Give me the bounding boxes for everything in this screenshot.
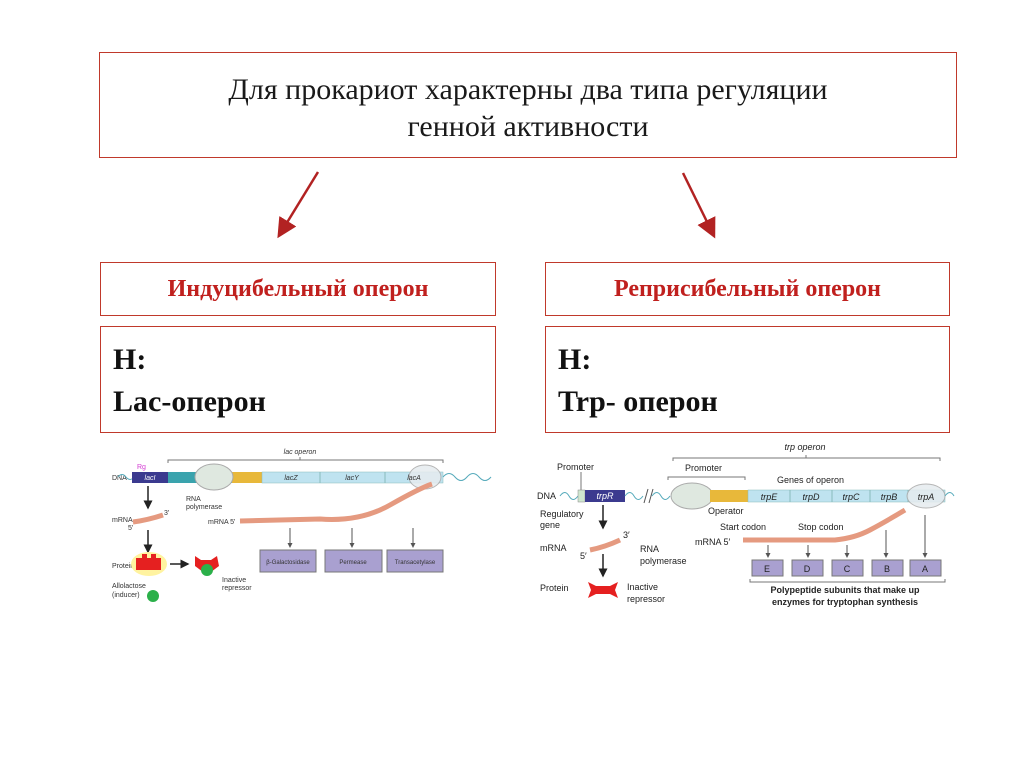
gene-trpr [585,490,625,502]
rna-polymerase-shape [194,463,234,491]
inducer-label: Allolactose [112,583,146,590]
subunit-label: B [884,564,890,574]
operator [710,490,748,502]
five-prime-label: 5' [128,525,133,532]
five-prime-label: 5′ [580,551,587,561]
rna-polymerase-label: RNA [186,496,201,503]
repressor-protein [136,554,161,570]
gene-label: lacZ [284,475,298,482]
mrna-5-label: mRNA 5' [208,519,235,526]
enzyme-label: Permease [339,560,367,566]
trp-operon-label: Trp- оперон [558,385,718,418]
lac-operon-label: Lac-оперон [113,385,266,418]
repressible-operon-label: Реприсибельный оперон [613,275,882,302]
enzyme-label: β-Galactosidase [266,560,310,566]
subunit-label: D [804,564,811,574]
title-box: Для прокариот характерны два типа регуля… [99,52,957,158]
title-line-2: генной активности [407,110,649,143]
polycistronic-mrna [239,481,433,524]
trp-example-box: Н: Trp- оперон [545,326,950,433]
subunit-box [871,559,904,577]
inactive-label: repressor [222,585,252,592]
subunit-label: E [764,564,770,574]
inducible-operon-label: Индуцибельный оперон [167,275,429,302]
mrna-label: mRNA [540,543,567,553]
gene-label: trpA [918,492,935,502]
operon-bracket [167,457,444,463]
gene-label: trpR [596,491,614,501]
protein-label: Protein [112,563,134,570]
enzyme-box [386,549,444,573]
protein-label: Protein [540,583,569,593]
three-prime-label: 3′ [623,530,630,540]
inducible-operon-box: Индуцибельный оперон [100,262,496,316]
subunit-label: C [844,564,851,574]
subunit-box [751,559,784,577]
gene-label: trpC [842,492,860,502]
genes-of-operon-label: Genes of operon [777,475,844,485]
lac-example-box: Н: Lac-оперон [100,326,496,433]
arrow-right [681,172,716,239]
subunit-label: A [922,564,928,574]
gene-label: lacY [345,475,360,482]
three-prime-label: 3' [164,510,169,517]
repressible-operon-box: Реприсибельный оперон [545,262,950,316]
rna-polymerase-label: polymerase [186,504,222,511]
gene-label: trpE [761,492,779,502]
enzyme-box [324,549,383,573]
inactive-label: repressor [627,594,665,604]
title-line-1: Для прокариот характерны два типа регуля… [228,73,828,106]
inactive-label: Inactive [222,577,246,584]
polycistronic-mrna [743,507,907,543]
subunit-box [831,559,864,577]
lac-operon-label: lac operon [284,449,317,456]
rna-polymerase-shape [670,482,714,510]
rna-polymerase-label: polymerase [640,556,687,566]
lac-operon-diagram: lac operon DNA Rg lacI lacZ lacY lacA RN… [112,449,492,602]
enzyme-box [259,549,317,573]
caption-line: enzymes for tryptophan synthesis [772,597,918,607]
enzyme-label: Transacetylase [395,560,436,566]
start-codon-label: Start codon [720,522,766,532]
regulatory-gene-label: gene [540,520,560,530]
example-prefix: Н: [558,343,592,376]
subunit-box [909,559,942,577]
mrna-5-label: mRNA 5′ [695,537,731,547]
gene-label: lacA [407,475,421,482]
trp-operon-label: trp operon [784,442,825,452]
stop-codon-label: Stop codon [798,522,844,532]
caption-line: Polypeptide subunits that make up [770,585,920,595]
allolactose [147,590,159,602]
dna-helix [117,474,135,480]
dna-label: DNA [112,475,127,482]
rna-polymerase-label: RNA [640,544,659,554]
mrna-label: mRNA [112,517,133,524]
gene-label: trpD [802,492,820,502]
subunit-box [791,559,824,577]
allolactose-bound [201,564,213,576]
example-prefix: Н: [113,343,147,376]
regulatory-gene-label: Regulatory [540,509,584,519]
rg-label: Rg [137,464,146,471]
structural-genes [261,471,444,484]
promoter-label: Promoter [685,463,722,473]
operator [232,472,262,483]
operon-bracket [672,455,941,461]
dna-label: DNA [537,491,556,501]
inactive-repressor [588,582,618,598]
gene-label: lacI [145,475,156,482]
promoter-label: Promoter [557,462,594,472]
operator-label: Operator [708,506,744,516]
repressor-mrna [132,512,164,525]
dna-helix [442,473,492,481]
trp-operon-diagram: trp operon Promoter Promoter Genes of op… [537,442,955,607]
inducer-label: (inducer) [112,592,140,599]
gene-label: trpB [881,492,898,502]
gene-laci [132,472,168,483]
arrow-left [277,171,320,239]
inactive-label: Inactive [627,582,658,592]
